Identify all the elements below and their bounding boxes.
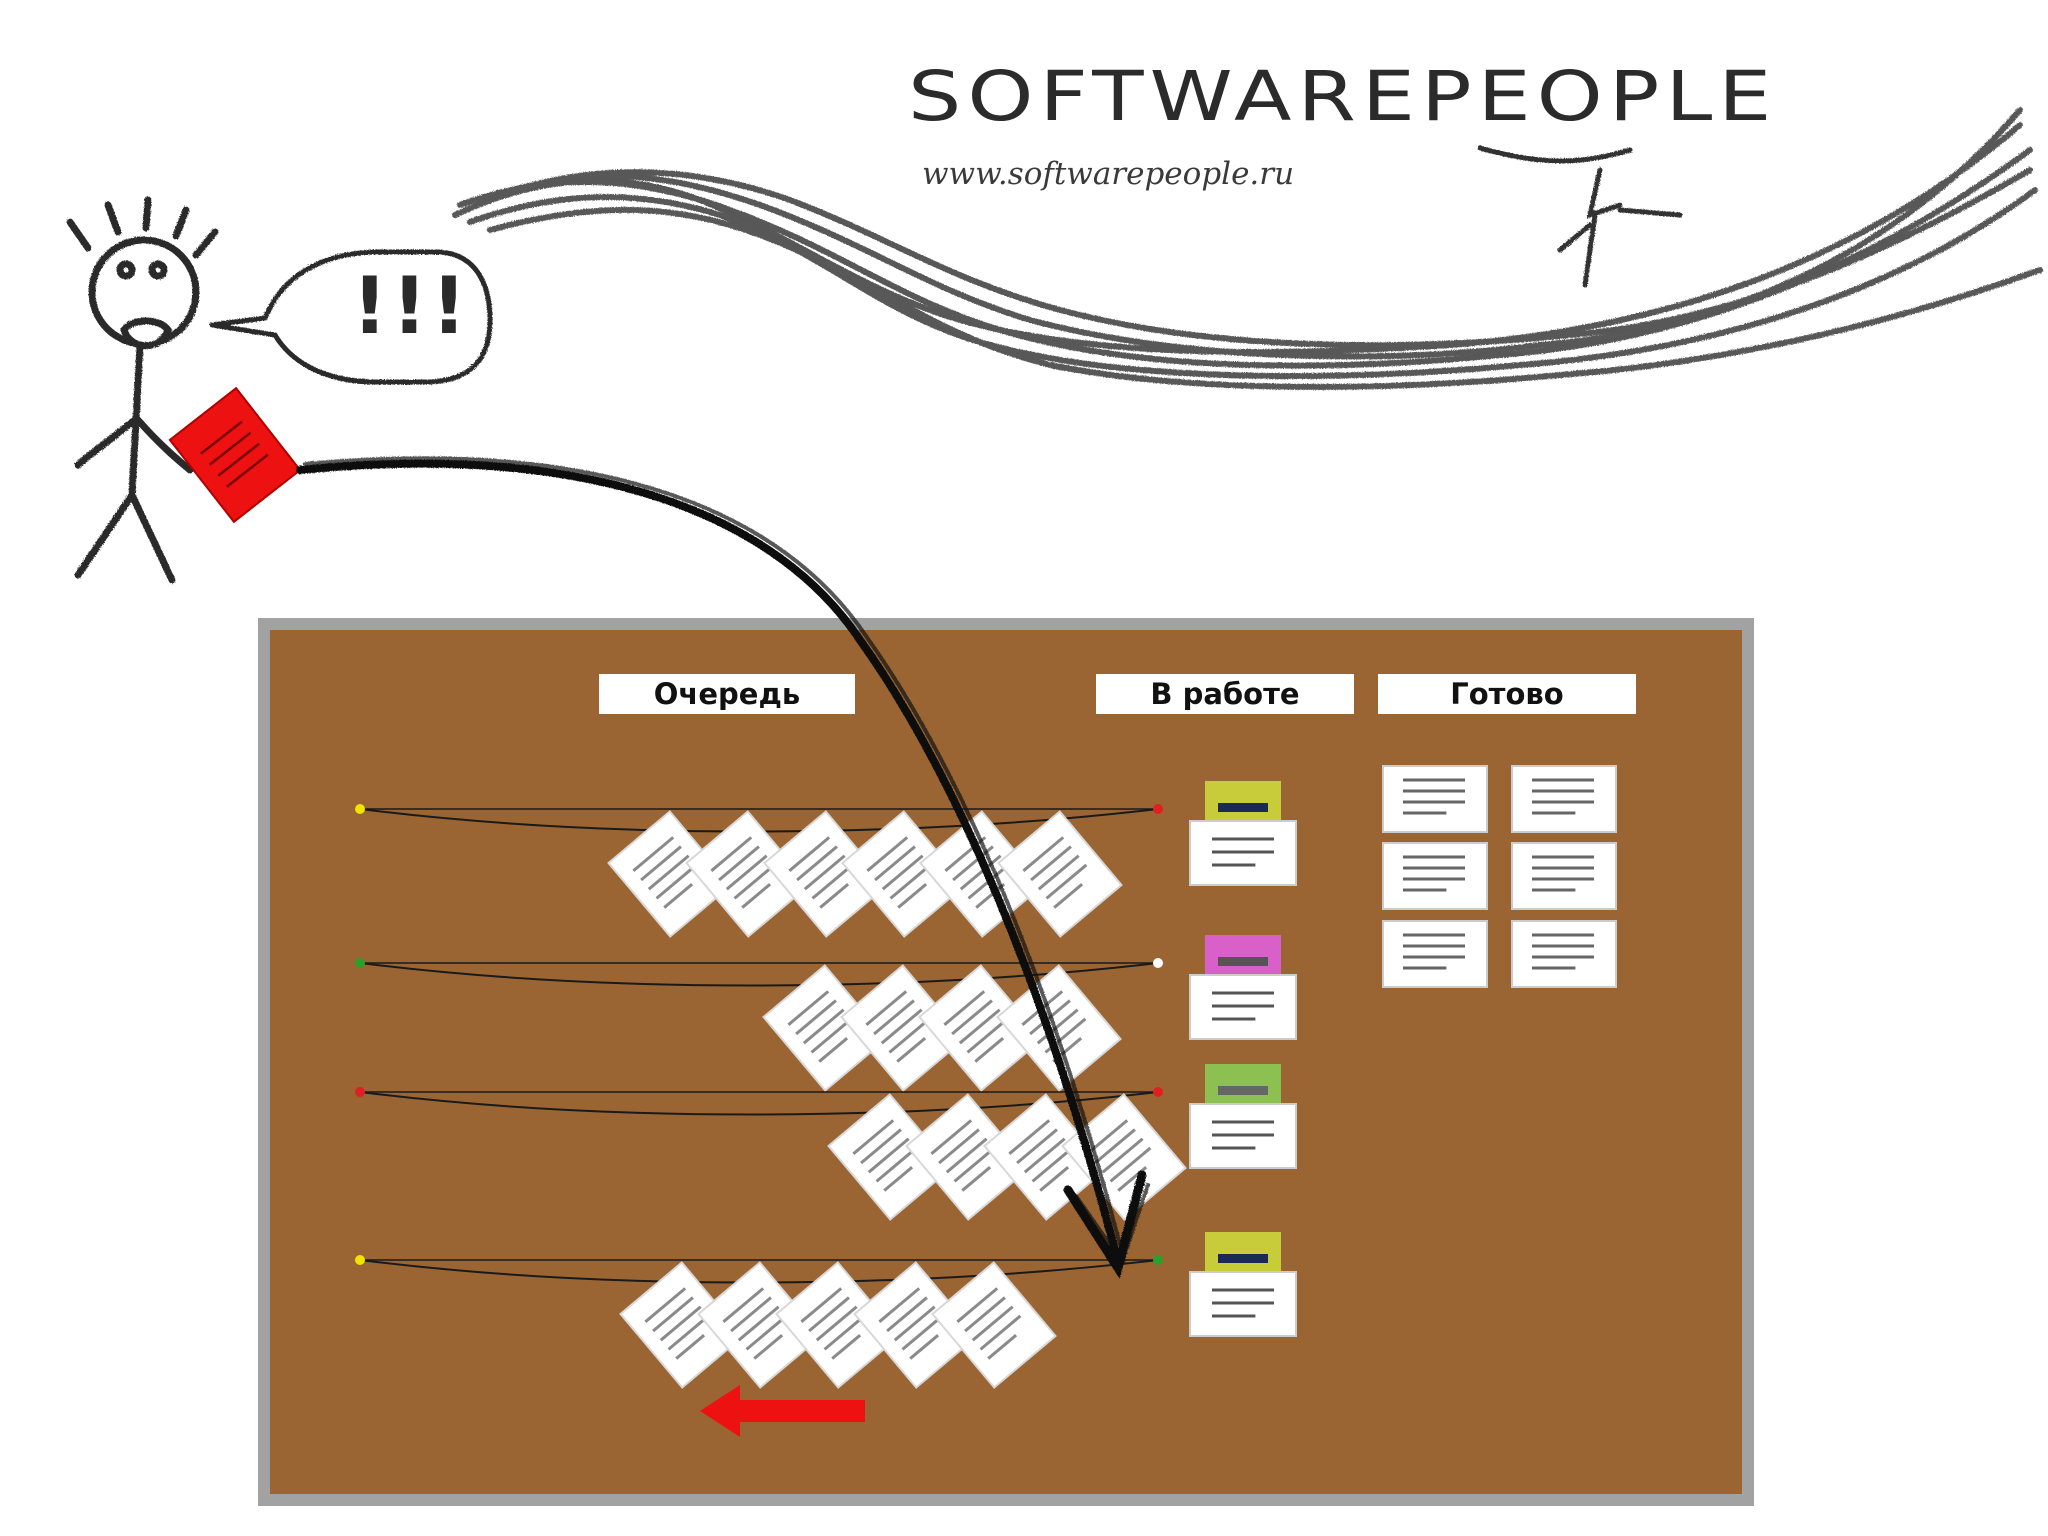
pin-left-icon [355, 804, 365, 814]
queued-card[interactable] [775, 1261, 901, 1389]
flow-arrow [296, 456, 1150, 1280]
stick-figure-icon [66, 196, 219, 584]
logo-figure-icon [1477, 145, 1683, 288]
logo-swoosh [452, 107, 2043, 390]
in-work-card[interactable] [1189, 781, 1297, 886]
done-card[interactable] [1382, 842, 1488, 910]
queued-card[interactable] [827, 1093, 953, 1221]
done-card[interactable] [1382, 765, 1488, 833]
in-work-card[interactable] [1189, 935, 1297, 1040]
queued-card[interactable] [840, 964, 966, 1092]
in-work-tag-bar [1218, 803, 1268, 812]
queued-card[interactable] [918, 964, 1044, 1092]
speech-bubble [209, 249, 493, 385]
done-card[interactable] [1511, 765, 1617, 833]
queued-card[interactable] [841, 810, 967, 938]
in-work-tag-bar [1218, 1254, 1268, 1263]
pin-right-icon [1153, 958, 1163, 968]
logo-wordmark: SOFTWAREPEOPLE [908, 56, 1778, 137]
queued-card[interactable] [1061, 1093, 1187, 1221]
pin-left-icon [355, 958, 365, 968]
queued-card[interactable] [607, 810, 733, 938]
urgent-red-card-icon [168, 386, 302, 524]
in-work-card[interactable] [1189, 1064, 1297, 1169]
queue-row [355, 1255, 1163, 1389]
queued-card[interactable] [697, 1261, 823, 1389]
column-header-queue: Очередь [599, 674, 855, 714]
done-card[interactable] [1382, 920, 1488, 988]
queued-card[interactable] [905, 1093, 1031, 1221]
in-work-card[interactable] [1189, 1232, 1297, 1337]
queued-card[interactable] [685, 810, 811, 938]
queued-card[interactable] [983, 1093, 1109, 1221]
in-work-tag-bar [1218, 957, 1268, 966]
logo-url: www.softwarepeople.ru [922, 156, 1295, 192]
pin-right-icon [1153, 1255, 1163, 1265]
queued-card[interactable] [619, 1261, 745, 1389]
queued-card[interactable] [931, 1261, 1057, 1389]
speech-bubble-text: !!! [352, 262, 471, 352]
queued-card[interactable] [997, 810, 1123, 938]
queue-row [355, 1087, 1187, 1221]
queued-card[interactable] [853, 1261, 979, 1389]
pin-left-icon [355, 1255, 365, 1265]
queue-string [359, 962, 1159, 987]
in-work-tag-bar [1218, 1086, 1268, 1095]
queued-card[interactable] [762, 964, 888, 1092]
pin-left-icon [355, 1087, 365, 1097]
queue-row [355, 804, 1163, 938]
done-card[interactable] [1511, 920, 1617, 988]
queue-row [355, 958, 1163, 1092]
red-left-arrow-icon [700, 1385, 865, 1437]
pin-right-icon [1153, 1087, 1163, 1097]
queued-card[interactable] [763, 810, 889, 938]
column-header-done: Готово [1378, 674, 1636, 714]
pin-right-icon [1153, 804, 1163, 814]
done-card[interactable] [1511, 842, 1617, 910]
column-header-in-work: В работе [1096, 674, 1354, 714]
